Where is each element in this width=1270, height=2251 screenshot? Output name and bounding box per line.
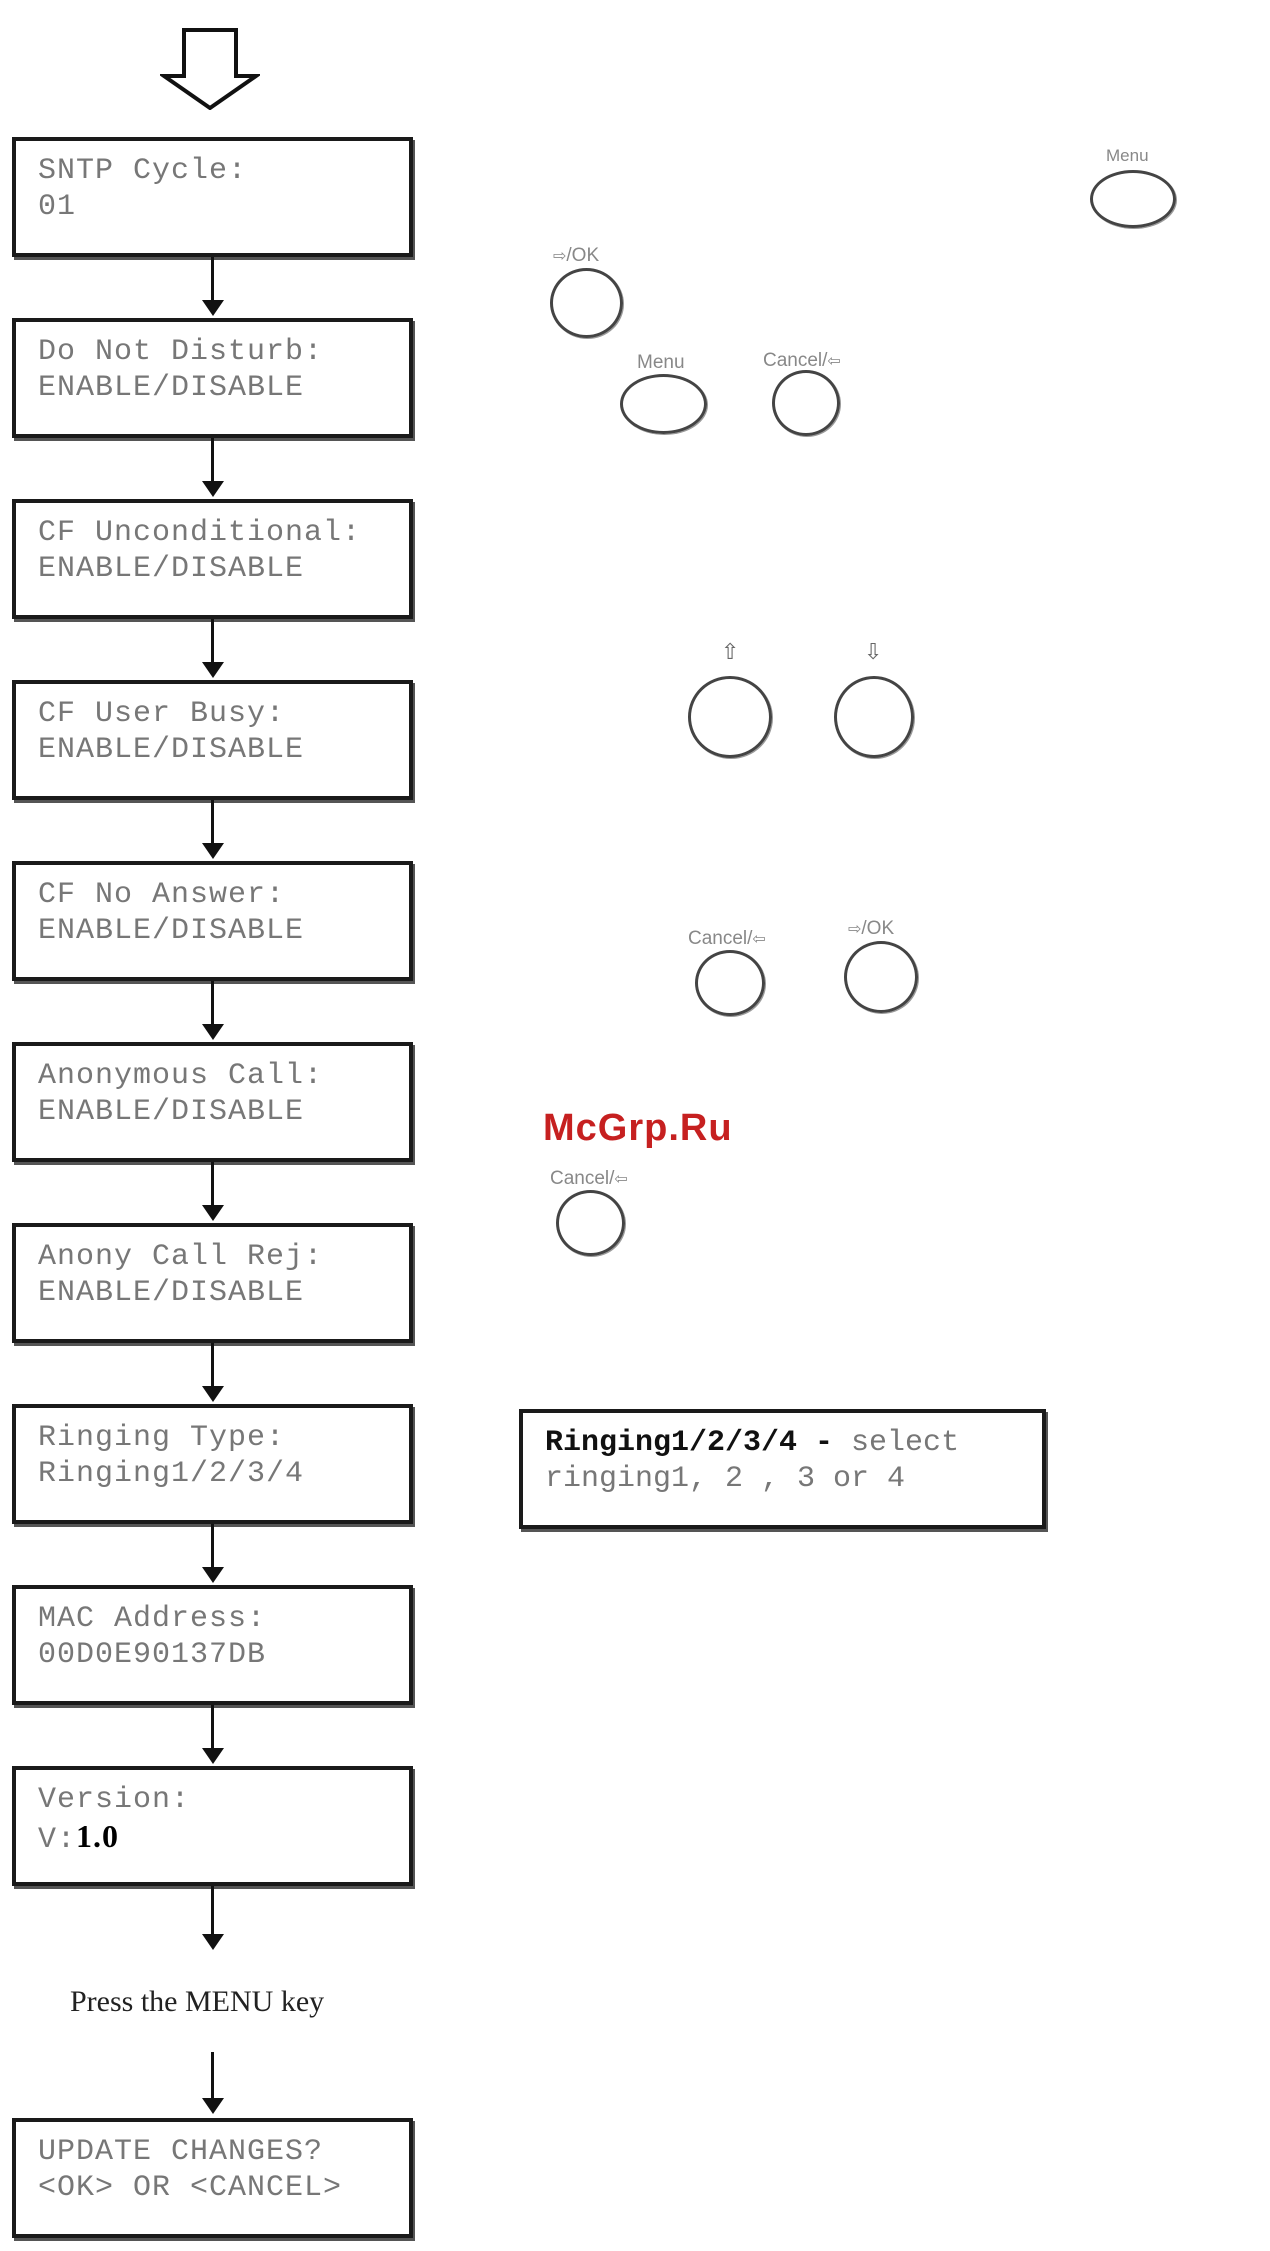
ringing-note-box: Ringing1/2/3/4 - select ringing1, 2 , 3 … [519,1409,1046,1529]
lcd-cf-user-busy: CF User Busy:ENABLE/DISABLE [12,680,413,800]
lcd-line2: <OK> OR <CANCEL> [38,2171,343,2205]
cancel-button[interactable] [695,950,765,1016]
lcd-version: Version: V:1.0 [12,1766,413,1886]
ok-button-label: ⇨/OK [553,245,600,266]
lcd-anony-call-rej: Anony Call Rej:ENABLE/DISABLE [12,1223,413,1343]
menu-button[interactable] [1090,170,1176,228]
arrowhead-icon [202,662,224,678]
left-arrow-icon: ⇦ [752,931,766,948]
lcd-line2: ENABLE/DISABLE [38,733,305,767]
ok-button[interactable] [844,941,918,1013]
lcd-line1: Do Not Disturb: [38,335,324,369]
lcd-line1: UPDATE CHANGES? [38,2135,324,2169]
right-arrow-icon: ⇨ [553,248,567,265]
connector-line [211,1343,214,1388]
lcd-line2: 00D0E90137DB [38,1638,267,1672]
connector-line [211,619,214,664]
arrowhead-icon [202,1386,224,1402]
lcd-line1: Anony Call Rej: [38,1240,324,1274]
connector-line [211,981,214,1026]
lcd-version-value: 1.0 [76,1818,120,1854]
lcd-ringing-type: Ringing Type:Ringing1/2/3/4 [12,1404,413,1524]
note-line2: ringing1, 2 , 3 or 4 [545,1462,906,1496]
left-arrow-icon: ⇦ [827,353,841,370]
arrowhead-icon [202,481,224,497]
up-button[interactable] [688,676,772,758]
menu-button[interactable] [620,374,707,434]
connector-line [211,800,214,845]
lcd-line2: ENABLE/DISABLE [38,1276,305,1310]
left-arrow-icon: ⇦ [614,1171,628,1188]
connector-line [211,257,214,302]
arrowhead-icon [202,843,224,859]
lcd-line2: Ringing1/2/3/4 [38,1457,305,1491]
up-arrow-icon: ⇧ [721,640,740,665]
cancel-button-label: Cancel/⇦ [763,350,841,371]
lcd-sntp-cycle: SNTP Cycle:01 [12,137,413,257]
lcd-cf-unconditional: CF Unconditional:ENABLE/DISABLE [12,499,413,619]
lcd-mac-address: MAC Address:00D0E90137DB [12,1585,413,1705]
lcd-line1: Anonymous Call: [38,1059,324,1093]
menu-button-label: Menu [637,352,685,373]
lcd-line1: MAC Address: [38,1602,267,1636]
connector-line [211,2052,214,2100]
lcd-do-not-disturb: Do Not Disturb:ENABLE/DISABLE [12,318,413,438]
lcd-line1: CF User Busy: [38,697,286,731]
lcd-anonymous-call: Anonymous Call:ENABLE/DISABLE [12,1042,413,1162]
down-button[interactable] [834,676,914,758]
lcd-version-prefix: V: [38,1823,77,1857]
connector-line [211,438,214,483]
connector-line [211,1162,214,1207]
lcd-line2: 01 [38,190,77,224]
lcd-line2: ENABLE/DISABLE [38,1095,305,1129]
lcd-line2: ENABLE/DISABLE [38,371,305,405]
lcd-line2: ENABLE/DISABLE [38,914,305,948]
cancel-button[interactable] [556,1190,625,1256]
connector-line [211,1524,214,1569]
ok-button-label: ⇨/OK [848,918,895,939]
connector-line [211,1886,214,1936]
note-bold-text: Ringing1/2/3/4 - [545,1426,834,1460]
lcd-line1: Ringing Type: [38,1421,286,1455]
press-menu-instruction: Press the MENU key [70,1985,325,2018]
note-text: select [833,1426,960,1460]
cancel-button[interactable] [772,370,840,436]
down-arrow-icon: ⇩ [864,640,883,665]
lcd-update-changes: UPDATE CHANGES?<OK> OR <CANCEL> [12,2118,413,2238]
arrowhead-icon [202,1934,224,1950]
arrowhead-icon [202,1748,224,1764]
right-arrow-icon: ⇨ [848,921,862,938]
arrowhead-icon [202,1567,224,1583]
menu-button-label: Menu [1106,146,1149,165]
watermark-text: McGrp.Ru [543,1107,733,1149]
arrowhead-icon [202,1205,224,1221]
lcd-line1: SNTP Cycle: [38,154,248,188]
arrowhead-icon [202,2098,224,2114]
lcd-cf-no-answer: CF No Answer:ENABLE/DISABLE [12,861,413,981]
arrowhead-icon [202,300,224,316]
lcd-line1: Version: [38,1783,191,1817]
lcd-line2: ENABLE/DISABLE [38,552,305,586]
lcd-line1: CF Unconditional: [38,516,362,550]
arrowhead-icon [202,1024,224,1040]
down-arrow-icon [160,28,260,110]
ok-button[interactable] [550,268,623,338]
lcd-line1: CF No Answer: [38,878,286,912]
cancel-button-label: Cancel/⇦ [550,1168,628,1189]
cancel-button-label: Cancel/⇦ [688,928,766,949]
connector-line [211,1705,214,1750]
